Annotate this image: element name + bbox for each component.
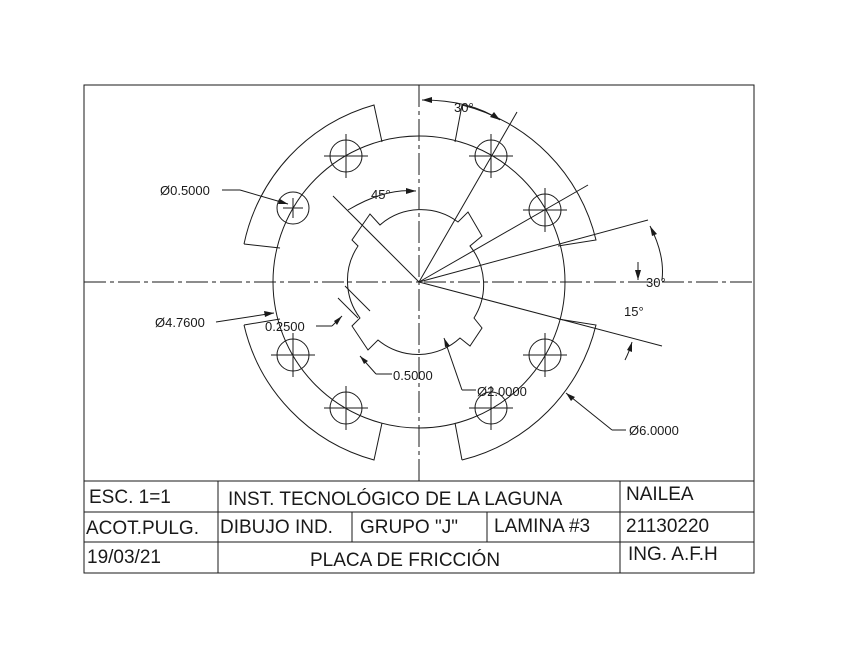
institution-text: INST. TECNOLÓGICO DE LA LAGUNA xyxy=(228,488,563,510)
outer-lobe-bottom-left xyxy=(243,324,383,461)
radial-lines xyxy=(332,111,663,347)
dim-angle-top: 30° xyxy=(421,97,501,121)
dim-outer: Ø6.0000 xyxy=(565,392,679,438)
dim-bolt-circle: Ø4.7600 xyxy=(155,311,275,330)
lobe-edge-top-right xyxy=(454,104,463,143)
dim-outer-label: Ø6.0000 xyxy=(629,423,679,438)
title-block: ESC. 1=1 INST. TECNOLÓGICO DE LA LAGUNA … xyxy=(84,480,754,573)
subject-text: DIBUJO IND. xyxy=(220,517,333,538)
lobe-edge-top-left xyxy=(243,243,281,249)
dim-angle-top-label: 30° xyxy=(454,100,474,115)
dim-angle-15-label: 15° xyxy=(624,304,644,319)
outer-lobe-top-left xyxy=(243,104,383,245)
bolt-hole-2 xyxy=(469,134,513,178)
dim-hole-diameter-label: Ø0.5000 xyxy=(160,183,210,198)
dim-angle-right: 30° xyxy=(635,225,666,290)
dim-bore: Ø2.0000 xyxy=(443,337,527,399)
dim-angle-45-label: 45° xyxy=(371,187,391,202)
group-text: GRUPO "J" xyxy=(360,517,458,538)
date-text: 19/03/21 xyxy=(87,547,161,568)
dim-key-width-label: 0.2500 xyxy=(265,319,305,334)
bolt-hole-6 xyxy=(523,333,567,377)
drawing-title-text: PLACA DE FRICCIÓN xyxy=(310,549,500,571)
outer-lobe-top-right xyxy=(461,104,597,247)
dim-key-depth-label: 0.5000 xyxy=(393,368,433,383)
dim-hole-diameter: Ø0.5000 xyxy=(160,183,289,205)
bolt-hole-5 xyxy=(271,333,315,377)
dim-angle-45: 45° xyxy=(347,187,417,211)
dim-angle-15: 15° xyxy=(624,304,644,361)
keyed-bore xyxy=(346,209,485,355)
dim-angle-right-label: 30° xyxy=(646,275,666,290)
lobe-edge-bottom-left xyxy=(243,318,281,326)
scale-text: ESC. 1=1 xyxy=(89,487,171,508)
author-text: NAILEA xyxy=(626,484,694,505)
dim-bolt-circle-label: Ø4.7600 xyxy=(155,315,205,330)
dim-key-width: 0.2500 xyxy=(265,285,371,334)
sheet-number-text: LAMINA #3 xyxy=(494,516,590,537)
student-id-text: 21130220 xyxy=(626,516,709,537)
dim-bore-label: Ø2.0000 xyxy=(477,384,527,399)
friction-plate xyxy=(243,104,597,461)
bolt-hole-1 xyxy=(324,134,368,178)
bolt-hole-8 xyxy=(469,386,513,430)
units-text: ACOT.PULG. xyxy=(86,518,199,539)
bolt-hole-7 xyxy=(324,386,368,430)
outer-lobe-bottom-right xyxy=(461,318,597,461)
dim-key-depth: 0.5000 xyxy=(359,355,433,383)
plate-inner-circle xyxy=(272,135,566,429)
reviewer-text: ING. A.F.H xyxy=(628,544,718,565)
bolt-hole-3 xyxy=(276,191,310,225)
lobe-edge-bottom-right xyxy=(454,422,463,461)
